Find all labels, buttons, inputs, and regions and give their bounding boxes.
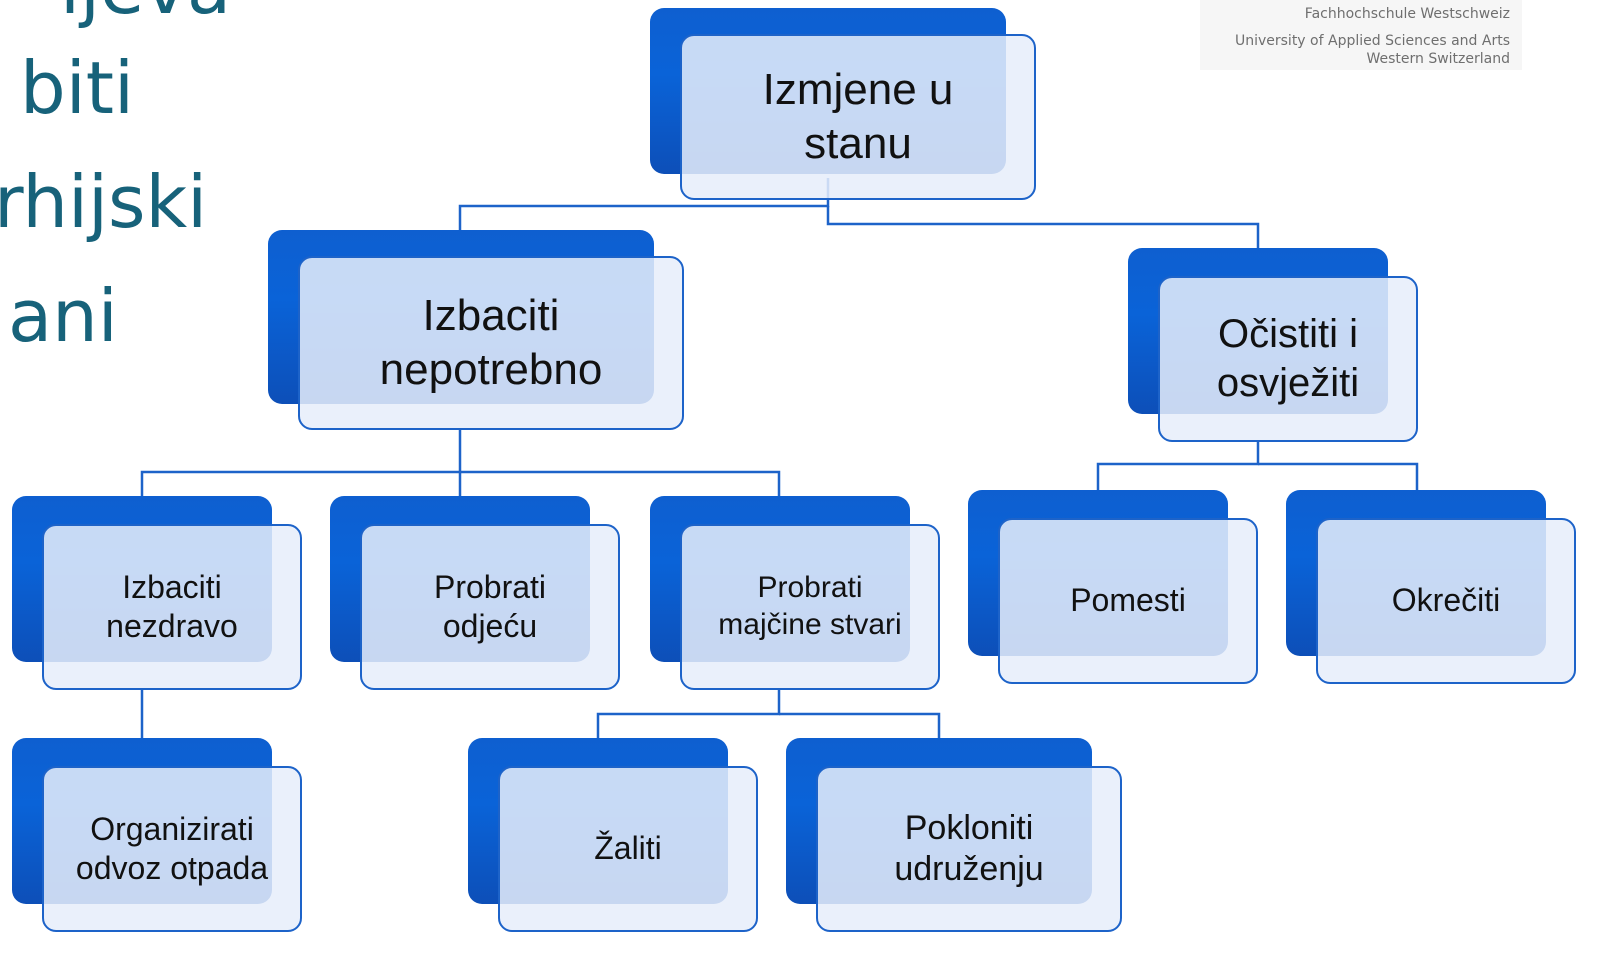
node-root-box: Izmjene u stanu: [680, 34, 1036, 200]
node-ocistiti-label: Očistiti i osvježiti: [1216, 312, 1360, 405]
node-organizirati: Organizirati odvoz otpada: [12, 738, 302, 932]
node-ocistiti: Očistiti i osvježiti: [1128, 248, 1418, 442]
node-pokloniti-label: Pokloniti udruženju: [894, 808, 1044, 888]
node-izbaciti-nezdravo-box: Izbaciti nezdravo: [42, 524, 302, 690]
node-probrati-majcine-box: Probrati majčine stvari: [680, 524, 940, 690]
node-zaliti-label: Žaliti: [594, 830, 662, 867]
side-text-line-1: ljeva: [60, 0, 231, 24]
node-organizirati-box: Organizirati odvoz otpada: [42, 766, 302, 932]
connector-left-right: [460, 470, 781, 500]
node-okreciti-box: Okrečiti: [1316, 518, 1576, 684]
node-probrati-majcine-label: Probrati majčine stvari: [718, 571, 902, 641]
side-text-line-2: biti: [20, 46, 134, 130]
node-zaliti-box: Žaliti: [498, 766, 758, 932]
node-root: Izmjene u stanu: [650, 8, 1036, 200]
node-okreciti: Okrečiti: [1286, 490, 1576, 684]
node-izbaciti-nepotrebno-box: Izbaciti nepotrebno: [298, 256, 684, 430]
logo-line-1: Fachhochschule Westschweiz: [1304, 6, 1510, 22]
logo-line-2: University of Applied Sciences and Arts: [1234, 33, 1510, 49]
node-pokloniti-box: Pokloniti udruženju: [816, 766, 1122, 932]
connector-majcine-children: [596, 690, 781, 742]
node-probrati-majcine: Probrati majčine stvari: [650, 496, 940, 690]
connector-majcine-pokloniti: [779, 712, 941, 742]
connector-root-right: [826, 206, 1260, 250]
node-izbaciti-nepotrebno-label: Izbaciti nepotrebno: [379, 291, 603, 394]
node-probrati-odjecu-box: Probrati odjeću: [360, 524, 620, 690]
node-pomesti-label: Pomesti: [1070, 582, 1186, 619]
connector-right-children: [1096, 440, 1260, 492]
connector-right-okreciti: [1258, 462, 1419, 492]
connector-left-children: [140, 430, 462, 500]
side-text-line-3: rhijski: [0, 160, 208, 244]
node-probrati-odjecu-label: Probrati odjeću: [433, 568, 547, 644]
node-pokloniti: Pokloniti udruženju: [786, 738, 1122, 932]
logo-line-3: Western Switzerland: [1366, 51, 1510, 67]
node-pomesti-box: Pomesti: [998, 518, 1258, 684]
node-pomesti: Pomesti: [968, 490, 1258, 684]
node-okreciti-label: Okrečiti: [1391, 582, 1501, 619]
node-izbaciti-nezdravo: Izbaciti nezdravo: [12, 496, 302, 690]
node-izbaciti-nepotrebno: Izbaciti nepotrebno: [268, 230, 684, 430]
side-text-line-4: ani: [8, 274, 118, 358]
node-probrati-odjecu: Probrati odjeću: [330, 496, 620, 690]
institution-logo: Fachhochschule Westschweiz University of…: [1200, 0, 1522, 70]
node-organizirati-label: Organizirati odvoz otpada: [75, 810, 269, 886]
node-zaliti: Žaliti: [468, 738, 758, 932]
node-root-label: Izmjene u stanu: [762, 65, 954, 168]
node-ocistiti-box: Očistiti i osvježiti: [1158, 276, 1418, 442]
node-izbaciti-nezdravo-label: Izbaciti nezdravo: [106, 568, 238, 644]
